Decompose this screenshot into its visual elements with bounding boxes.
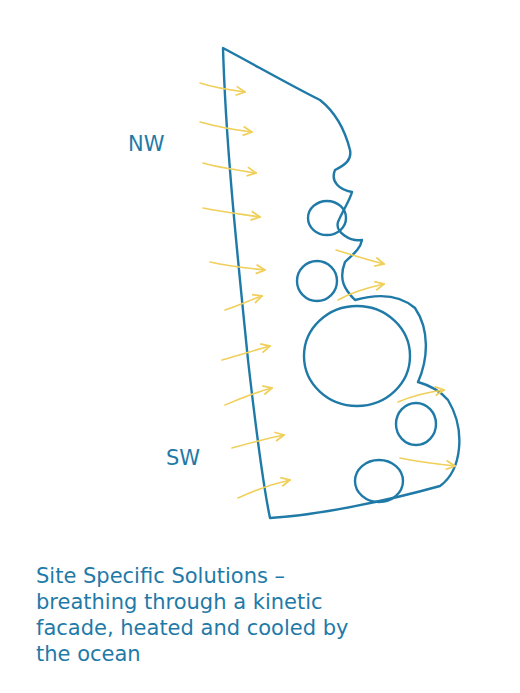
courtyard-circle: [355, 460, 403, 502]
courtyard-circle: [304, 306, 410, 406]
orientation-label: SW: [166, 446, 200, 470]
wind-arrow: [338, 284, 384, 300]
wind-arrow: [400, 458, 455, 466]
wind-arrow: [203, 208, 260, 217]
wind-arrow: [238, 480, 290, 498]
wind-arrow: [200, 83, 245, 92]
wind-arrow: [225, 296, 262, 310]
wind-arrow: [225, 388, 272, 405]
wind-arrow: [203, 163, 256, 173]
caption: Site Specific Solutions – breathing thro…: [36, 563, 366, 667]
wind-arrow: [232, 435, 284, 448]
wind-arrow: [398, 390, 444, 402]
courtyard-circle: [297, 261, 337, 301]
courtyard-circle: [308, 201, 346, 235]
wind-arrow: [200, 122, 252, 132]
orientation-label: NW: [128, 132, 164, 156]
wind-arrow: [222, 346, 270, 360]
wind-arrow: [336, 250, 384, 264]
wind-arrow: [210, 262, 265, 270]
site-outline: [223, 48, 459, 518]
courtyard-circle: [396, 403, 436, 445]
